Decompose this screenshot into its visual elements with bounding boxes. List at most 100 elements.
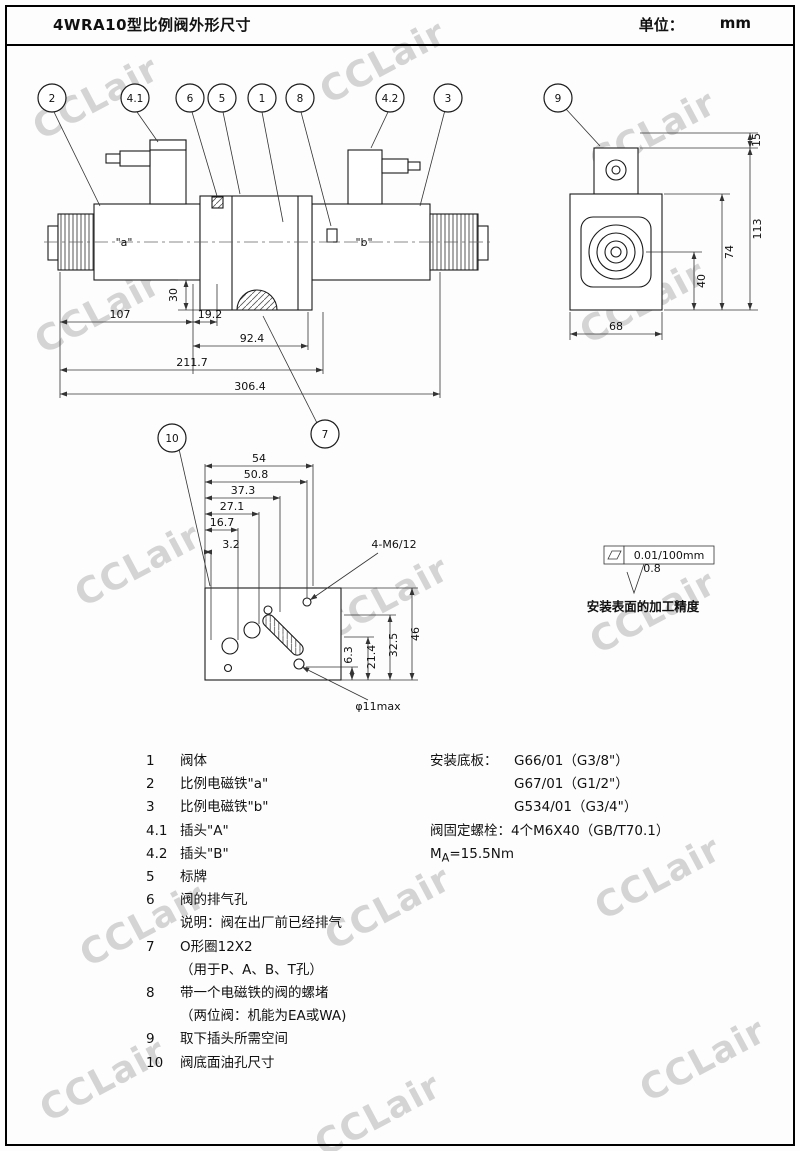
legend-item-number: 1 bbox=[146, 753, 155, 769]
legend-item: 5 标牌 bbox=[146, 866, 346, 889]
legend-item-number: 10 bbox=[146, 1054, 164, 1071]
legend-item: 3 比例电磁铁"b" bbox=[146, 796, 346, 819]
dim-54: 54 bbox=[252, 452, 266, 465]
dim-15: 15 bbox=[750, 133, 763, 147]
flatness-icon bbox=[607, 550, 622, 560]
spec-row: 阀固定螺栓：4个M6X40（GB/T70.1） bbox=[430, 820, 669, 843]
balloon-10: 10 bbox=[165, 433, 178, 445]
legend-item-text: 插头"B" bbox=[180, 845, 229, 862]
legend-item-text: 阀的排气孔 bbox=[180, 892, 248, 909]
dim-6-3: 6.3 bbox=[342, 646, 355, 664]
balloon-3: 3 bbox=[445, 93, 452, 105]
dim-3-2: 3.2 bbox=[222, 538, 240, 551]
dim-27-1: 27.1 bbox=[220, 500, 245, 513]
max-diameter-label: φ11max bbox=[355, 700, 401, 713]
balloon-9: 9 bbox=[555, 93, 562, 105]
dim-16-7: 16.7 bbox=[210, 516, 235, 529]
legend-item-text: O形圈12X2 bbox=[180, 938, 253, 955]
roughness-value: 0.8 bbox=[643, 562, 661, 575]
dim-46: 46 bbox=[409, 627, 422, 641]
specs-block: 安装底板： G66/01（G3/8"） G67/01（G1/2"） G534/01… bbox=[430, 750, 669, 870]
balloon-8: 8 bbox=[297, 93, 304, 105]
dim-92-4: 92.4 bbox=[240, 332, 265, 345]
dim-40: 40 bbox=[695, 274, 708, 288]
front-view-balloons: 2 4.1 6 5 1 8 4.2 3 7 bbox=[37, 83, 463, 449]
front-view-dimensions: 30 107 19.2 92.4 211.7 306.4 bbox=[59, 272, 441, 398]
coil-b-label: "b" bbox=[355, 236, 372, 249]
balloon-4-2: 4.2 bbox=[382, 93, 399, 105]
coil-a-label: "a" bbox=[116, 236, 133, 249]
legend-item-number: 8 bbox=[146, 985, 155, 1002]
spec-row: G67/01（G1/2"） bbox=[430, 773, 669, 796]
mounting-holes-label: 4-M6/12 bbox=[371, 538, 416, 551]
balloon-2: 2 bbox=[49, 93, 56, 105]
watermark: CCLair bbox=[633, 1010, 773, 1111]
roughness-icon bbox=[626, 563, 645, 595]
side-view-body bbox=[569, 147, 663, 311]
legend-item-number: 3 bbox=[146, 799, 155, 816]
spec-row: G534/01（G3/4"） bbox=[430, 796, 669, 819]
dim-30: 30 bbox=[167, 288, 180, 302]
dim-50-8: 50.8 bbox=[244, 468, 269, 481]
legend-item-number: 9 bbox=[146, 1031, 155, 1048]
legend-item-number: 5 bbox=[146, 869, 155, 886]
bottom-view-dimensions: 54 50.8 37.3 27.1 16.7 3.2 46 32.5 21.4 … bbox=[203, 452, 422, 713]
legend-item: （两位阀：机能为EA或WA) bbox=[146, 1005, 346, 1028]
legend-item-text: 插头"A" bbox=[180, 822, 229, 839]
torque-prefix: M bbox=[430, 845, 442, 862]
finish-caption: 安装表面的加工精度 bbox=[587, 599, 700, 614]
flatness-value: 0.01/100mm bbox=[634, 549, 705, 562]
torque-sub: A bbox=[441, 851, 450, 865]
legend-item: 6 阀的排气孔 bbox=[146, 889, 346, 912]
dim-306-4: 306.4 bbox=[234, 380, 266, 393]
dim-19-2: 19.2 bbox=[198, 308, 223, 321]
unit-block: 单位： mm bbox=[639, 14, 751, 35]
subplate-option: G66/01（G3/8"） bbox=[514, 753, 629, 769]
balloon-5: 5 bbox=[219, 93, 226, 105]
legend-item-text: 标牌 bbox=[180, 869, 207, 886]
dim-107: 107 bbox=[110, 308, 131, 321]
unit-label: 单位： bbox=[638, 16, 684, 34]
side-view-dimensions: 15 113 74 40 68 bbox=[569, 132, 764, 340]
spec-row: 安装底板： G66/01（G3/8"） bbox=[430, 750, 669, 773]
page-header: 4WRA10型比例阀外形尺寸 单位： mm bbox=[5, 5, 795, 46]
dim-211-7: 211.7 bbox=[176, 356, 208, 369]
legend-item-number: 6 bbox=[146, 892, 155, 909]
legend-item-text: 比例电磁铁"b" bbox=[180, 799, 269, 816]
legend-item-text: 取下插头所需空间 bbox=[180, 1031, 288, 1048]
side-view-balloon: 9 bbox=[543, 83, 601, 147]
bottom-view-plate bbox=[204, 587, 342, 681]
surface-finish-block: 0.01/100mm 0.8 安装表面的加工精度 bbox=[587, 545, 715, 614]
bottom-view-balloon: 10 bbox=[157, 423, 211, 587]
dim-32-5: 32.5 bbox=[387, 633, 400, 658]
watermark: CCLair bbox=[308, 1065, 448, 1151]
legend-item: 10 阀底面油孔尺寸 bbox=[146, 1052, 346, 1075]
bolt-label: 阀固定螺栓： bbox=[430, 822, 511, 839]
legend-item-text: 比例电磁铁"a" bbox=[180, 776, 269, 793]
legend-item: 4.2 插头"B" bbox=[146, 843, 346, 866]
balloon-7: 7 bbox=[322, 429, 329, 441]
legend-item: 说明：阀在出厂前已经排气 bbox=[146, 912, 346, 935]
legend-item: 2 比例电磁铁"a" bbox=[146, 773, 346, 796]
spec-row-torque: MA=15.5Nm bbox=[430, 843, 669, 870]
legend-item-number: 2 bbox=[146, 776, 155, 793]
legend-item-text: 说明：阀在出厂前已经排气 bbox=[180, 915, 342, 932]
legend-item-text: 阀底面油孔尺寸 bbox=[180, 1054, 275, 1071]
dim-21-4: 21.4 bbox=[365, 645, 378, 670]
legend-item: （用于P、A、B、T孔） bbox=[146, 959, 346, 982]
dim-37-3: 37.3 bbox=[231, 484, 256, 497]
subplate-label: 安装底板： bbox=[430, 753, 498, 769]
legend-item-number: 4.2 bbox=[146, 845, 168, 862]
legend-item-number: 4.1 bbox=[146, 822, 168, 839]
dim-68: 68 bbox=[609, 320, 623, 333]
torque-value: =15.5Nm bbox=[449, 845, 514, 862]
technical-drawing: "a" "b" 2 4.1 6 5 1 8 4.2 3 7 bbox=[37, 83, 764, 713]
legend-item: 9 取下插头所需空间 bbox=[146, 1028, 346, 1051]
legend-item-text: （用于P、A、B、T孔） bbox=[180, 961, 323, 978]
subplate-option: G67/01（G1/2"） bbox=[514, 776, 629, 793]
subplate-option: G534/01（G3/4"） bbox=[514, 799, 638, 816]
